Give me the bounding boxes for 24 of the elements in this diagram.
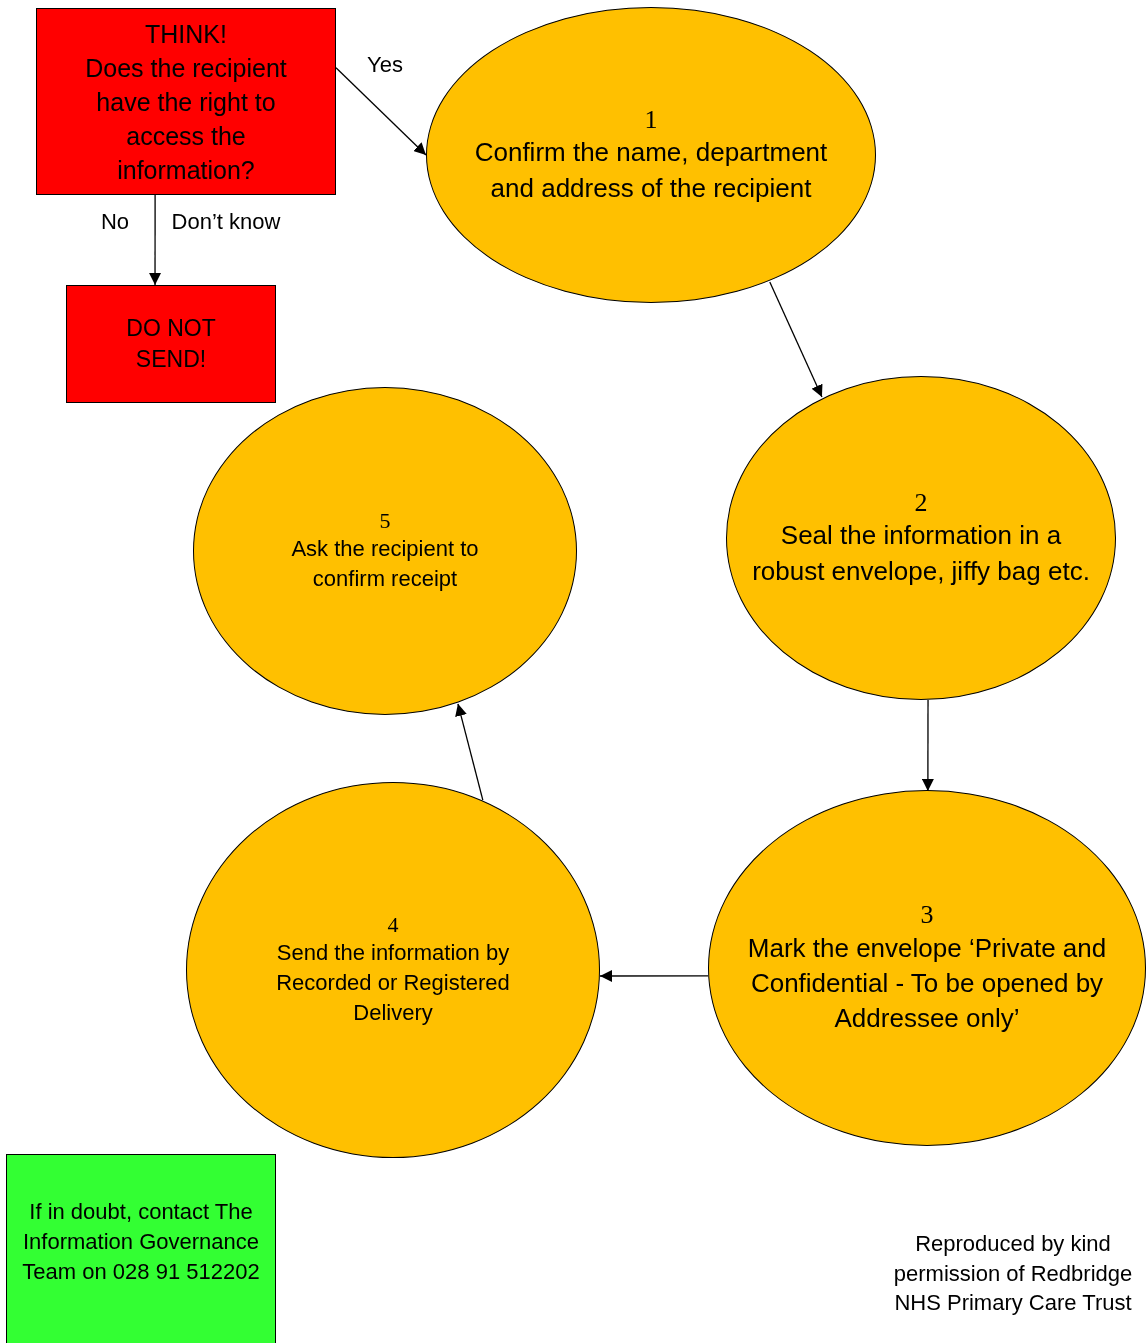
process-box xyxy=(6,1154,276,1343)
step-text: Seal the information in a robust envelope, jiffy bag etc. xyxy=(751,519,1091,588)
step-text: Mark the envelope ‘Private and Confidential - To be opened by Addressee only’ xyxy=(746,931,1108,1036)
step-text: If in doubt, contact The Information Governance Team on 028 91 512202 xyxy=(21,1198,261,1286)
step-text: Confirm the name, department and address of the recipient xyxy=(473,136,829,205)
step-text: DO NOT SEND! xyxy=(125,313,217,374)
arrow xyxy=(599,970,709,982)
arrow xyxy=(335,67,427,156)
process-box xyxy=(66,285,276,403)
credit-note: Reproduced by kind permission of Redbridge NHS Primary Care Trust xyxy=(892,1230,1134,1318)
arrow xyxy=(921,699,934,792)
step-number: 3 xyxy=(920,899,934,931)
step-text: Ask the recipient to confirm receipt xyxy=(290,535,480,594)
arrow xyxy=(769,281,823,398)
step-text: Send the information by Recorded or Registered Delivery xyxy=(275,939,511,1028)
step-number: 2 xyxy=(914,487,928,519)
arrow xyxy=(455,703,484,801)
step-number: 1 xyxy=(644,104,658,136)
step-text: Does the recipient have the right to access the information? xyxy=(84,52,288,186)
step-number: 4 xyxy=(387,911,399,939)
heading: THINK! xyxy=(145,18,227,50)
process-box xyxy=(36,8,336,195)
arrow xyxy=(149,194,162,286)
step-number: 5 xyxy=(379,507,391,535)
